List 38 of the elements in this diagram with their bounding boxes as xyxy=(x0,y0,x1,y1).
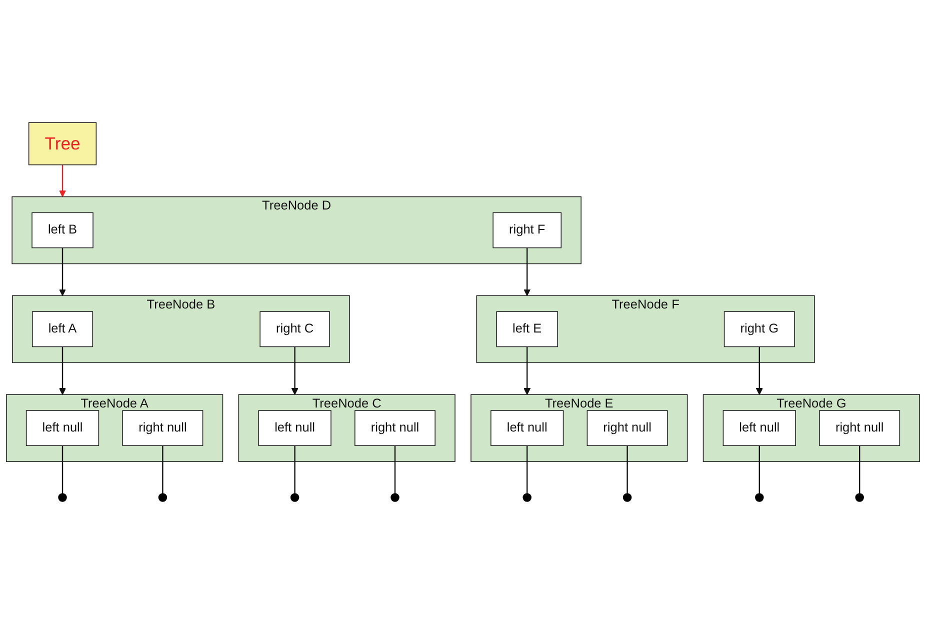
arrow xyxy=(59,346,66,395)
node-circle xyxy=(622,493,632,502)
node-box: right null xyxy=(354,410,436,446)
arrow xyxy=(59,164,66,198)
connector xyxy=(758,446,760,494)
node-box: left null xyxy=(258,410,332,446)
node-box: left null xyxy=(490,410,564,446)
connector xyxy=(62,446,64,494)
node-box: right G xyxy=(724,311,795,348)
connector xyxy=(526,446,528,494)
node-circle xyxy=(755,493,764,502)
node-box: left null xyxy=(26,410,100,446)
node-box: left B xyxy=(32,212,94,248)
connector xyxy=(626,446,628,494)
node-circle xyxy=(855,493,864,502)
node-box: right F xyxy=(492,212,562,248)
node-circle xyxy=(58,493,67,502)
connector xyxy=(859,446,860,494)
node-box: right null xyxy=(122,410,204,446)
arrow xyxy=(524,346,531,395)
arrow xyxy=(291,346,298,395)
node-circle xyxy=(290,493,300,502)
node-box: right null xyxy=(819,410,900,446)
node-box: Tree xyxy=(28,122,97,166)
node-box: left null xyxy=(722,410,796,446)
node-box: left E xyxy=(496,311,558,348)
connector xyxy=(394,446,396,494)
arrow xyxy=(756,346,763,395)
connector xyxy=(162,446,164,494)
connector xyxy=(294,446,296,494)
node-box: right C xyxy=(260,311,330,348)
node-box: right null xyxy=(586,410,668,446)
node-circle xyxy=(158,493,168,502)
node-circle xyxy=(522,493,532,502)
arrow xyxy=(524,248,531,296)
arrow xyxy=(59,248,66,296)
node-box: left A xyxy=(32,311,94,348)
node-circle xyxy=(390,493,400,502)
